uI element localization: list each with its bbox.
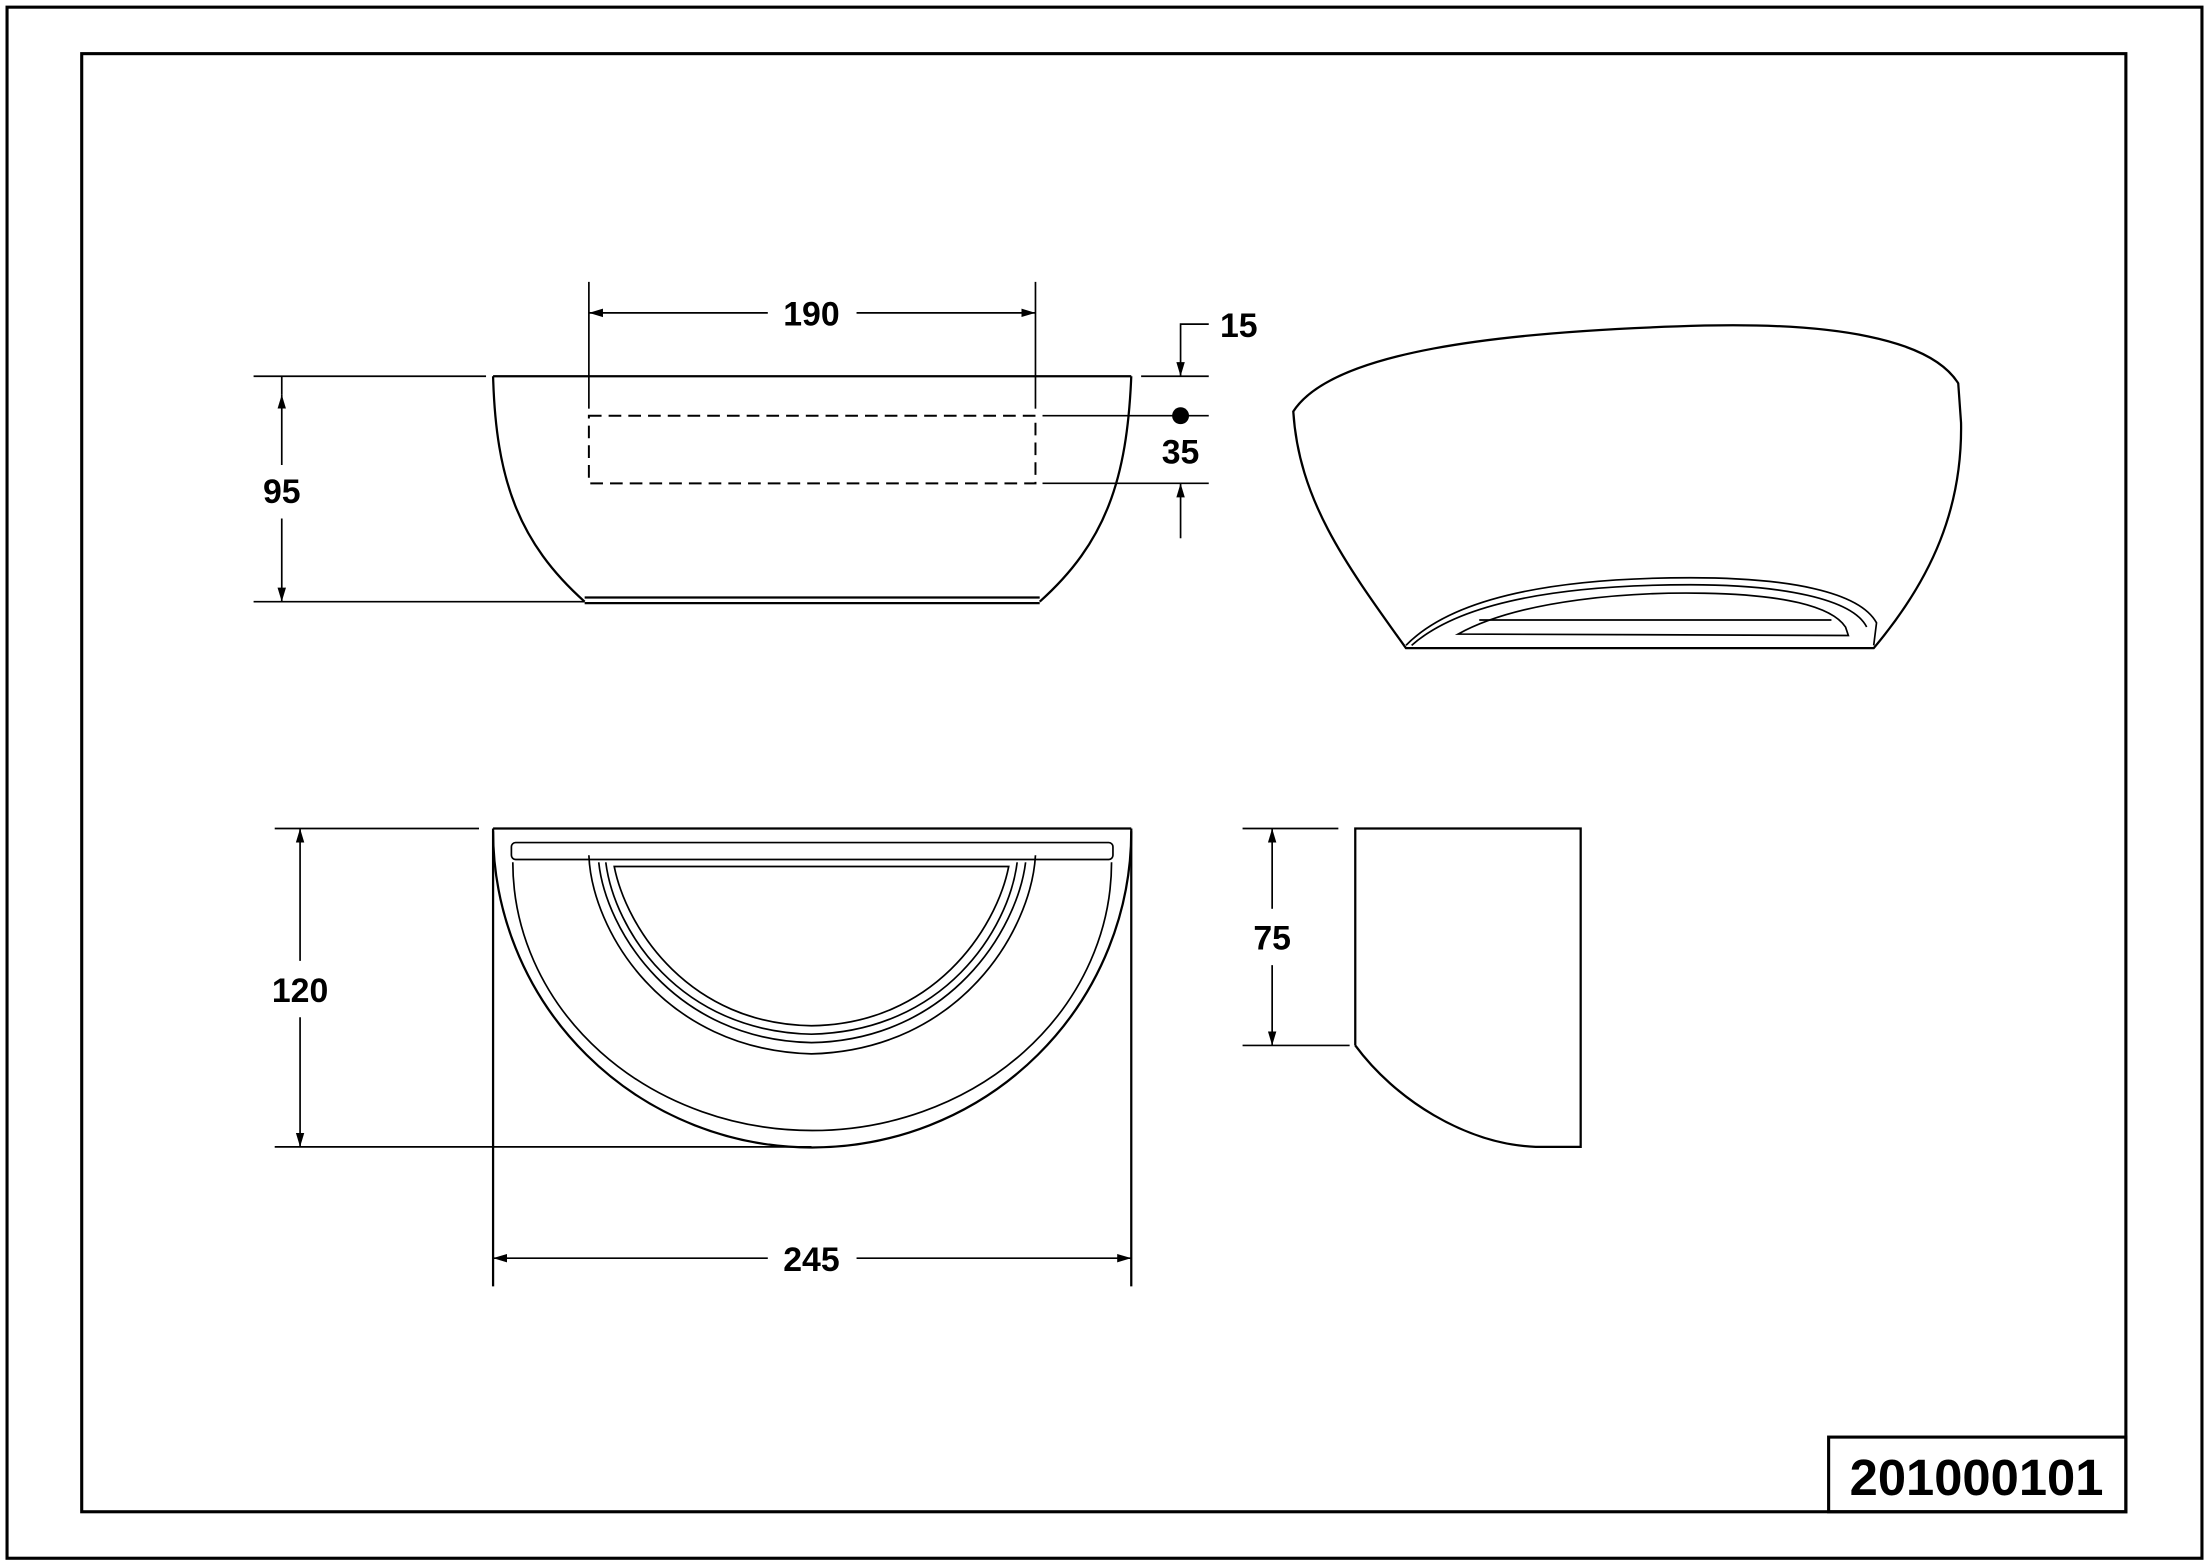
part-number: 201000101 <box>1850 1449 2104 1506</box>
dim-mount-height: 35 <box>1162 434 1200 472</box>
dim-mount-offset: 15 <box>1220 307 1258 345</box>
dim-inner-width: 190 <box>783 296 839 334</box>
perspective-view <box>1292 324 1963 650</box>
side-view <box>1354 827 1582 1149</box>
dim-overall-width: 245 <box>783 1241 839 1279</box>
side-dimensions: 75 <box>1242 827 1350 1047</box>
dim-bottom-depth: 120 <box>272 972 328 1010</box>
front-dimensions: 95 190 15 35 <box>253 281 1258 603</box>
dim-front-height: 95 <box>263 473 301 511</box>
front-view <box>491 375 1133 605</box>
dim-side-height: 75 <box>1253 920 1291 958</box>
bottom-view <box>491 827 1133 1287</box>
title-block <box>1827 1435 2128 1514</box>
bottom-dimensions: 120 245 <box>272 827 1132 1279</box>
outer-border <box>5 5 2204 1560</box>
mount-point <box>1172 407 1190 425</box>
mount-plate-hidden <box>587 414 1037 485</box>
inner-frame <box>80 52 2128 1514</box>
